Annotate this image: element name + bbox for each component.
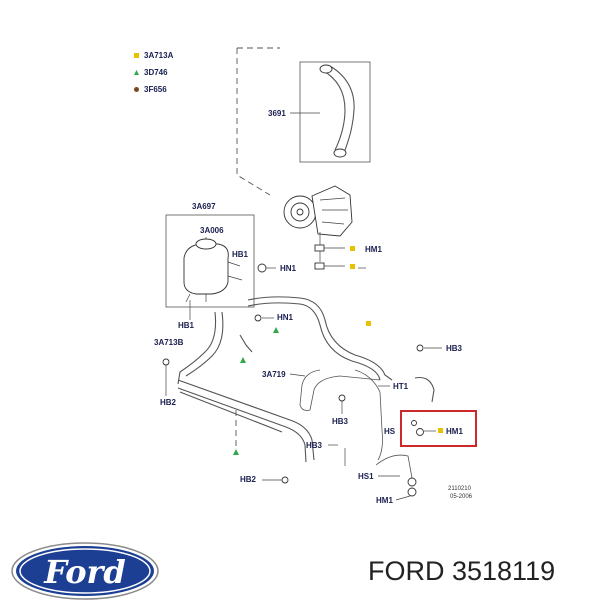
upper-fittings: HM1 [314, 244, 382, 270]
legend-code-3: 3F656 [144, 85, 167, 94]
legend-code-1: 3A713A [144, 51, 174, 60]
label-hm1-upper: HM1 [365, 245, 382, 254]
green-marker [233, 449, 239, 455]
legend-triangle-marker [134, 70, 139, 75]
hose-clamp-top [319, 64, 333, 74]
label-hb2-left: HB2 [160, 398, 177, 407]
ford-logo: Ford [11, 542, 159, 600]
power-steering-pump [283, 185, 353, 262]
reservoir-detail: 3A697 3A006 HB1 HB1 [165, 202, 255, 330]
green-marker [240, 357, 246, 363]
legend-code-2: 3D746 [144, 68, 168, 77]
label-hb3-right: HB3 [446, 344, 463, 353]
label-3a697: 3A697 [192, 202, 216, 211]
label-ht1: HT1 [393, 382, 409, 391]
hose-clip-hn1: HN1 HN1 [254, 263, 297, 322]
label-hs1: HS1 [358, 472, 374, 481]
label-hb2-bottom: HB2 [240, 475, 257, 484]
label-hb1-top: HB1 [232, 250, 249, 259]
ford-logo-text: Ford [43, 553, 126, 591]
legend: 3A713A 3D746 3F656 [134, 51, 174, 94]
label-3a719: 3A719 [262, 370, 286, 379]
label-3a006: 3A006 [200, 226, 224, 235]
yellow-marker [366, 321, 371, 326]
yellow-marker [438, 428, 443, 433]
legend-circle-marker [134, 87, 139, 92]
label-hn1-upper: HN1 [280, 264, 297, 273]
yellow-marker [350, 264, 355, 269]
green-marker [273, 327, 279, 333]
reservoir-body [183, 243, 229, 295]
label-hs: HS [384, 427, 396, 436]
detail-box-3691 [299, 61, 371, 163]
label-hm1-highlighted: HM1 [446, 427, 463, 436]
reservoir-cap [195, 238, 217, 250]
highlighted-part-hm1: HM1 [400, 410, 477, 447]
hose-clamp-bottom [333, 148, 347, 158]
label-hm1-bottom: HM1 [376, 496, 393, 505]
label-hb1-bottom: HB1 [178, 321, 195, 330]
diagram-ref-number: 2110210 [448, 486, 472, 492]
dashed-leader-top [236, 47, 280, 196]
yellow-marker [350, 246, 355, 251]
legend-square-marker [134, 53, 139, 58]
highlight-box [400, 410, 477, 447]
label-hn1-lower: HN1 [277, 313, 294, 322]
hose-3691 [321, 65, 355, 154]
label-3691: 3691 [268, 109, 286, 118]
diagram-ref-date: 05-2006 [450, 494, 473, 500]
part-number-caption: FORD 3518119 [368, 556, 556, 586]
hose-3691-detail: 3691 [268, 61, 371, 163]
label-hb3-lower: HB3 [306, 441, 323, 450]
label-hb3-mid: HB3 [332, 417, 349, 426]
hydraulic-lines [177, 296, 435, 479]
detail-box-3a697 [165, 214, 255, 308]
label-3a713b: 3A713B [154, 338, 184, 347]
